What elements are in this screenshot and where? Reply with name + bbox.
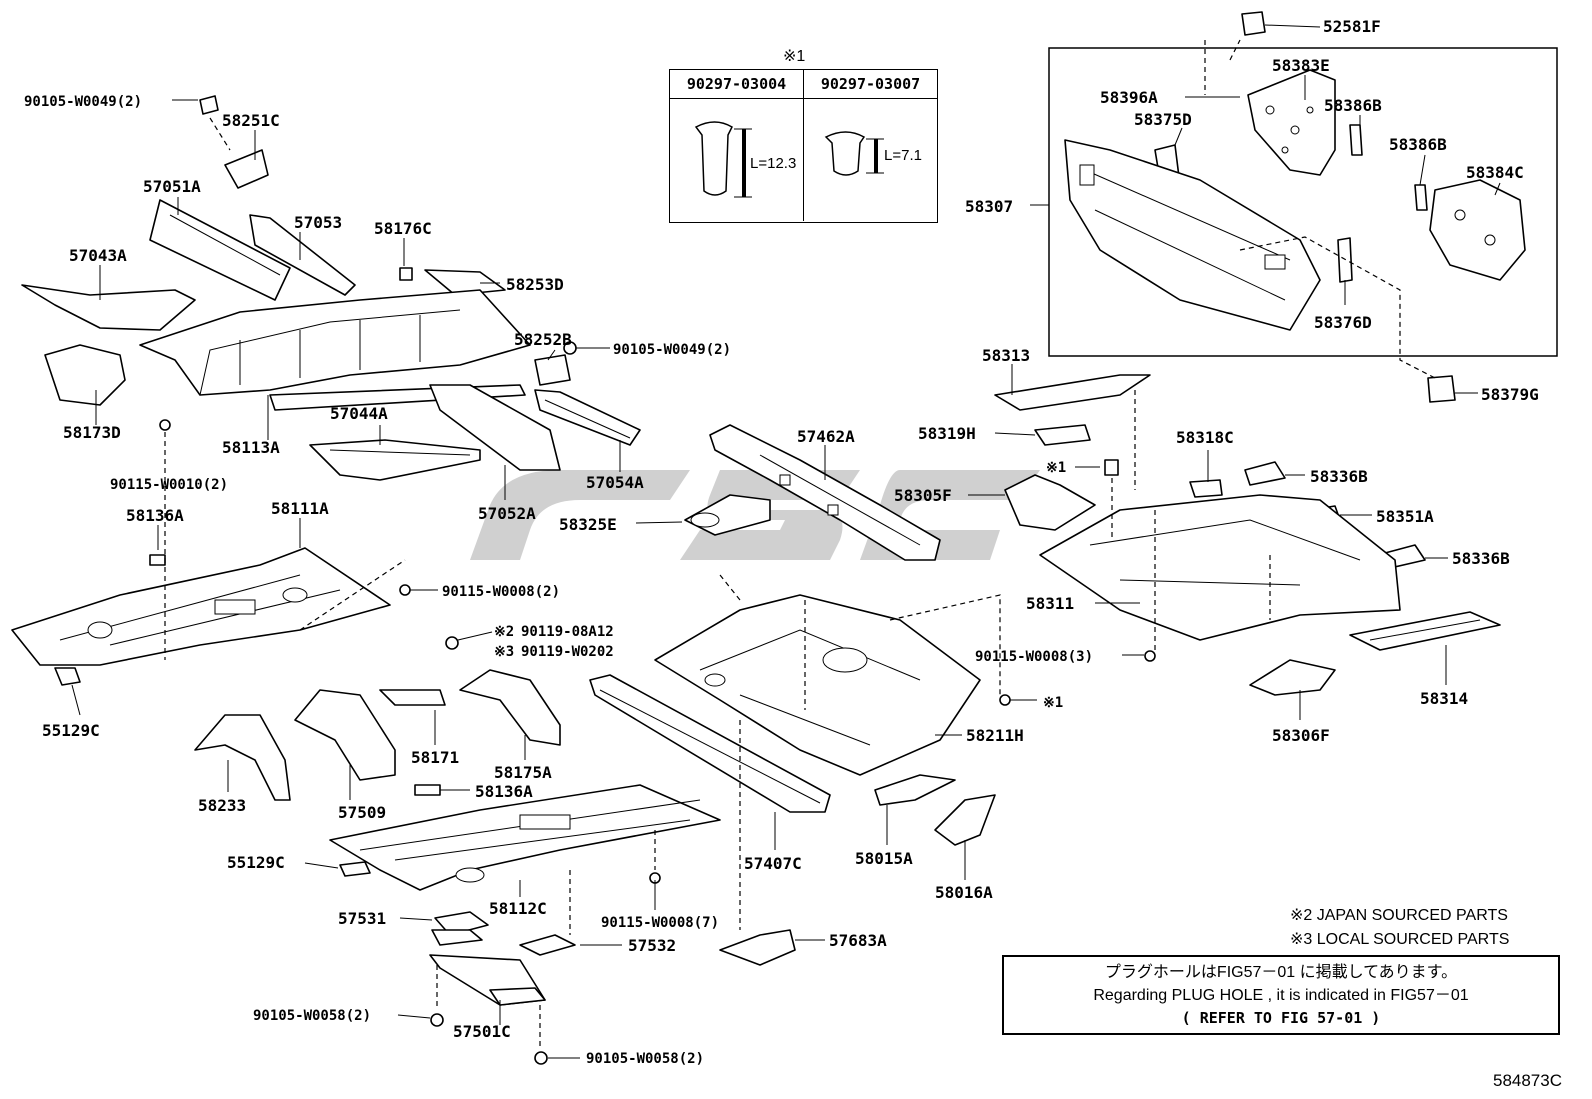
- kit-table: 90297-03004 90297-03007 L=12.3 L=7.1: [669, 69, 938, 223]
- label-57509[interactable]: 57509: [338, 803, 386, 822]
- label-58306f[interactable]: 58306F: [1272, 726, 1330, 745]
- label-55129c-2[interactable]: 55129C: [227, 853, 285, 872]
- label-58136a-2[interactable]: 58136A: [475, 782, 533, 801]
- label-57043a[interactable]: 57043A: [69, 246, 127, 265]
- label-58113a[interactable]: 58113A: [222, 438, 280, 457]
- rear-panel-group: [1048, 11, 1558, 403]
- label-58396a[interactable]: 58396A: [1100, 88, 1158, 107]
- label-90115-w0008-7[interactable]: 90115-W0008(7): [601, 915, 719, 931]
- label-58252b[interactable]: 58252B: [514, 330, 572, 349]
- label-58253d[interactable]: 58253D: [506, 275, 564, 294]
- label-57407c[interactable]: 57407C: [744, 854, 802, 873]
- label-58376d[interactable]: 58376D: [1314, 313, 1372, 332]
- label-90105-w0049-b[interactable]: 90105-W0049(2): [613, 342, 731, 358]
- label-57683a[interactable]: 57683A: [829, 931, 887, 950]
- label-90105-w0058-a[interactable]: 90105-W0058(2): [253, 1008, 371, 1024]
- label-57532[interactable]: 57532: [628, 936, 676, 955]
- label-58112c[interactable]: 58112C: [489, 899, 547, 918]
- label-58176c[interactable]: 58176C: [374, 219, 432, 238]
- label-58136a-1[interactable]: 58136A: [126, 506, 184, 525]
- label-58325e[interactable]: 58325E: [559, 515, 617, 534]
- info-line-jp: プラグホールはFIG57－01 に掲載してあります。: [1104, 964, 1458, 981]
- plug-hole-info-box: プラグホールはFIG57－01 に掲載してあります。 Regarding PLU…: [1002, 955, 1560, 1035]
- kit-length-2: L=7.1: [884, 147, 922, 164]
- label-58386b-1[interactable]: 58386B: [1324, 96, 1382, 115]
- label-55129c-1[interactable]: 55129C: [42, 721, 100, 740]
- label-90115-w0008-2[interactable]: 90115-W0008(2): [442, 584, 560, 600]
- rear-floor-extension-group: [994, 374, 1501, 706]
- kit-cell-1: L=12.3: [670, 99, 804, 221]
- label-58375d[interactable]: 58375D: [1134, 110, 1192, 129]
- part-labels: 90105-W0049(2) 58251C 57051A 57053 58176…: [24, 17, 1539, 1067]
- label-58015a[interactable]: 58015A: [855, 849, 913, 868]
- label-58311[interactable]: 58311: [1026, 594, 1074, 613]
- note-local-sourced: ※3 LOCAL SOURCED PARTS: [1290, 931, 1510, 948]
- front-floor-panel-group: [11, 419, 411, 686]
- label-58313[interactable]: 58313: [982, 346, 1030, 365]
- label-58173d[interactable]: 58173D: [63, 423, 121, 442]
- label-58233[interactable]: 58233: [198, 796, 246, 815]
- leader-lines: [71, 24, 1501, 1059]
- label-90115-w0008-3[interactable]: 90115-W0008(3): [975, 649, 1093, 665]
- label-58336b-2[interactable]: 58336B: [1452, 549, 1510, 568]
- rear-floor-member-group: [194, 636, 796, 1065]
- plug-short-icon: [824, 131, 884, 176]
- kit-part-no-1[interactable]: 90297-03004: [670, 70, 804, 98]
- sourcing-notes: ※2 JAPAN SOURCED PARTS ※3 LOCAL SOURCED …: [1290, 904, 1560, 952]
- plug-long-icon: [694, 121, 752, 198]
- label-90119-08a12[interactable]: 90119-08A12: [521, 624, 614, 640]
- label-57054a[interactable]: 57054A: [586, 473, 644, 492]
- label-58307[interactable]: 58307: [965, 197, 1013, 216]
- label-57531[interactable]: 57531: [338, 909, 386, 928]
- label-90105-w0049-a[interactable]: 90105-W0049(2): [24, 94, 142, 110]
- mark-1: ※1: [1043, 695, 1063, 711]
- label-58318c[interactable]: 58318C: [1176, 428, 1234, 447]
- label-57053[interactable]: 57053: [294, 213, 342, 232]
- label-57051a[interactable]: 57051A: [143, 177, 201, 196]
- label-57044a[interactable]: 57044A: [330, 404, 388, 423]
- label-58351a[interactable]: 58351A: [1376, 507, 1434, 526]
- mark-3: ※3: [494, 644, 514, 660]
- label-52581f[interactable]: 52581F: [1323, 17, 1381, 36]
- info-line-ref[interactable]: ( REFER TO FIG 57-01 ): [1181, 1009, 1381, 1027]
- floor-side-member-group: [21, 95, 641, 481]
- label-58384c[interactable]: 58384C: [1466, 163, 1524, 182]
- rear-floor-pan-group: [589, 424, 996, 846]
- label-58336b-1[interactable]: 58336B: [1310, 467, 1368, 486]
- label-90115-w0010[interactable]: 90115-W0010(2): [110, 477, 228, 493]
- label-58175a[interactable]: 58175A: [494, 763, 552, 782]
- label-90105-w0058-b[interactable]: 90105-W0058(2): [586, 1051, 704, 1067]
- label-58305f[interactable]: 58305F: [894, 486, 952, 505]
- hidden-lines: [164, 39, 1436, 1050]
- mark-2: ※2: [494, 624, 514, 640]
- label-57052a[interactable]: 57052A: [478, 504, 536, 523]
- label-58314[interactable]: 58314: [1420, 689, 1468, 708]
- mark-1b: ※1: [1046, 460, 1066, 476]
- label-58171[interactable]: 58171: [411, 748, 459, 767]
- label-58016a[interactable]: 58016A: [935, 883, 993, 902]
- kit-length-1: L=12.3: [750, 155, 797, 172]
- label-58379g[interactable]: 58379G: [1481, 385, 1539, 404]
- figure-number: 584873C: [1492, 1071, 1562, 1090]
- label-58251c[interactable]: 58251C: [222, 111, 280, 130]
- label-58111a[interactable]: 58111A: [271, 499, 329, 518]
- label-90119-w0202[interactable]: 90119-W0202: [521, 644, 614, 660]
- label-58319h[interactable]: 58319H: [918, 424, 976, 443]
- label-58211h[interactable]: 58211H: [966, 726, 1024, 745]
- kit-part-no-2[interactable]: 90297-03007: [820, 75, 921, 93]
- kit-note-mark: ※1: [783, 48, 806, 65]
- info-line-en: Regarding PLUG HOLE , it is indicated in…: [1093, 987, 1469, 1004]
- note-japan-sourced: ※2 JAPAN SOURCED PARTS: [1290, 907, 1508, 924]
- label-58386b-2[interactable]: 58386B: [1389, 135, 1447, 154]
- label-57501c[interactable]: 57501C: [453, 1022, 511, 1041]
- kit-cell-2: L=7.1: [804, 99, 937, 221]
- label-57462a[interactable]: 57462A: [797, 427, 855, 446]
- label-58383e[interactable]: 58383E: [1272, 56, 1330, 75]
